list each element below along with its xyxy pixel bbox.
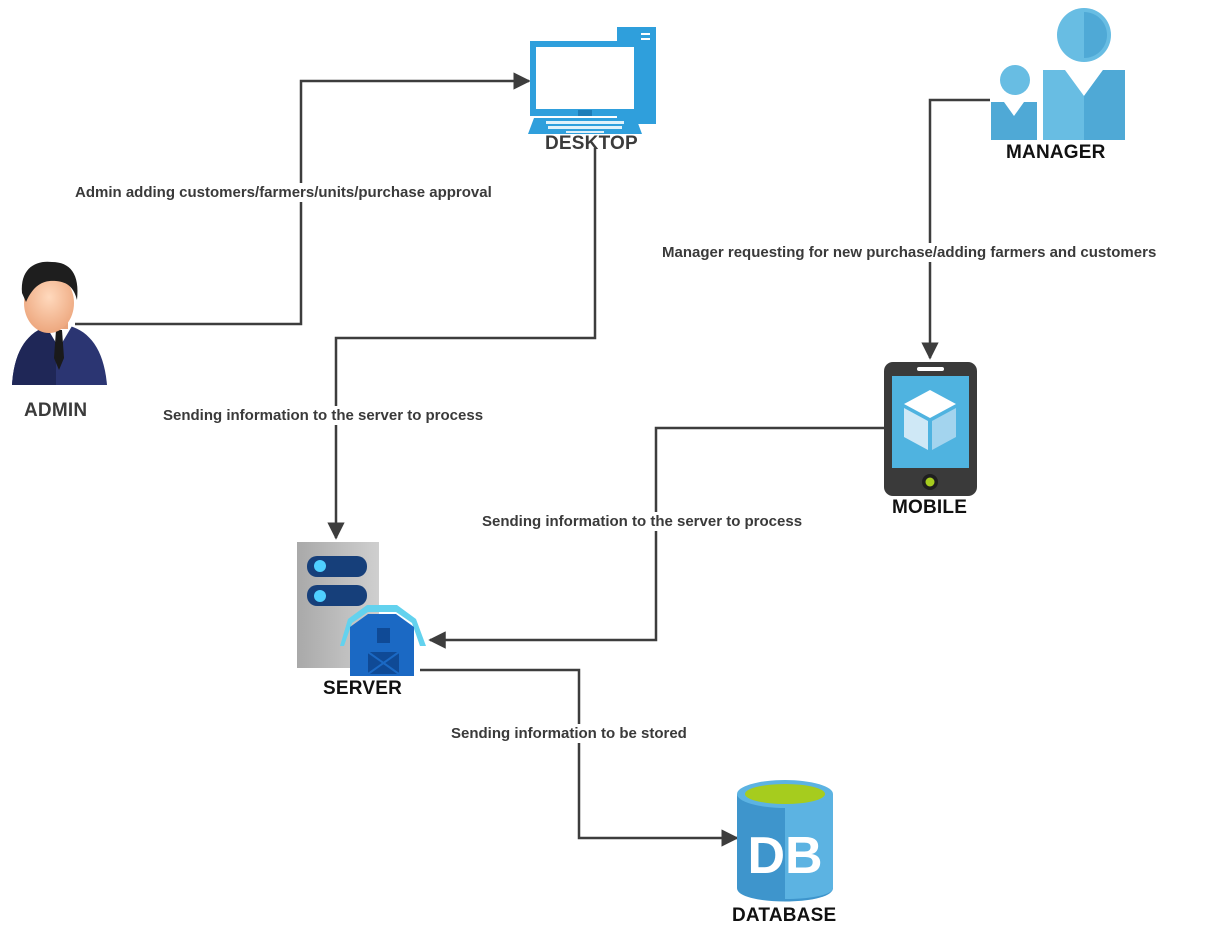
manager-label: MANAGER — [1006, 142, 1106, 163]
edge-label-manager-mobile: Manager requesting for new purchase/addi… — [660, 243, 1159, 262]
desktop-label: DESKTOP — [545, 133, 638, 154]
edge-label-server-database: Sending information to be stored — [449, 724, 689, 743]
server-label: SERVER — [323, 678, 402, 699]
connector-manager-mobile — [921, 98, 990, 360]
admin-label: ADMIN — [24, 400, 88, 421]
edge-label-desktop-server: Sending information to the server to pro… — [161, 406, 486, 425]
mobile-app-icon — [884, 362, 977, 496]
edge-label-mobile-server: Sending information to the server to pro… — [480, 512, 805, 531]
database-icon: DB — [737, 780, 833, 902]
users-icon — [991, 8, 1125, 140]
connector-mobile-server — [428, 426, 884, 649]
server-icon — [297, 542, 426, 676]
connectors — [75, 72, 990, 847]
edge-label-admin-desktop: Admin adding customers/farmers/units/pur… — [73, 183, 494, 202]
connector-server-database — [420, 668, 739, 847]
mobile-label: MOBILE — [892, 497, 968, 518]
connector-desktop-server — [327, 148, 597, 540]
person-in-suit-icon — [12, 261, 107, 385]
database-label: DATABASE — [732, 905, 837, 926]
svg-text:DB: DB — [747, 827, 822, 885]
desktop-computer-icon — [528, 27, 656, 134]
connector-admin-desktop — [75, 72, 531, 326]
